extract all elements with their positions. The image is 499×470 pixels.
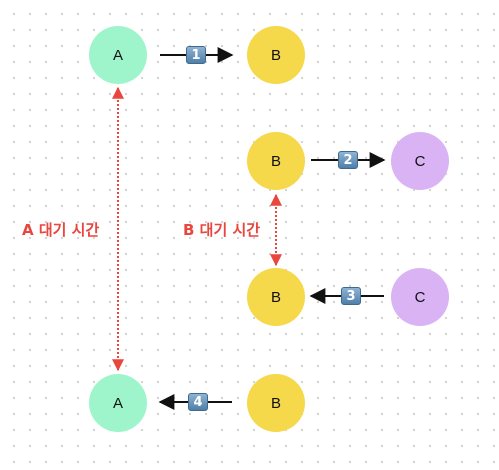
step-badge-3: 3 (341, 287, 361, 305)
wait-label-b: B 대기 시간 (183, 221, 261, 239)
step-badge-4: 4 (188, 393, 208, 411)
wait-label-a: A 대기 시간 (22, 221, 100, 239)
node-b-low: B (247, 268, 305, 326)
node-c-mid: C (391, 132, 449, 190)
node-b-top: B (247, 26, 305, 84)
node-b-mid: B (247, 132, 305, 190)
step-badge-1: 1 (186, 46, 206, 64)
node-a-bottom: A (89, 374, 147, 432)
node-b-bottom: B (247, 374, 305, 432)
node-c-low: C (391, 268, 449, 326)
node-a-top: A (89, 26, 147, 84)
step-badge-2: 2 (338, 151, 358, 169)
